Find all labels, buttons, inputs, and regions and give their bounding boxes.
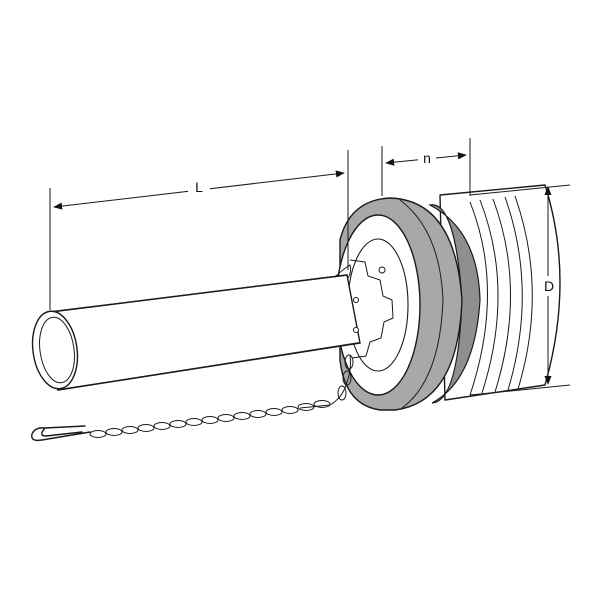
dimension-l: L — [49, 150, 349, 310]
safety-collar — [335, 197, 481, 411]
snap-hook — [31, 425, 91, 442]
dimension-d: D — [540, 186, 558, 385]
telescopic-tube — [31, 264, 361, 391]
dimension-n: n — [381, 138, 471, 196]
safety-chain — [31, 354, 354, 442]
dimension-d-label: D — [544, 278, 554, 294]
dimension-l-label: L — [195, 179, 203, 195]
dimension-n-label: n — [423, 150, 431, 166]
